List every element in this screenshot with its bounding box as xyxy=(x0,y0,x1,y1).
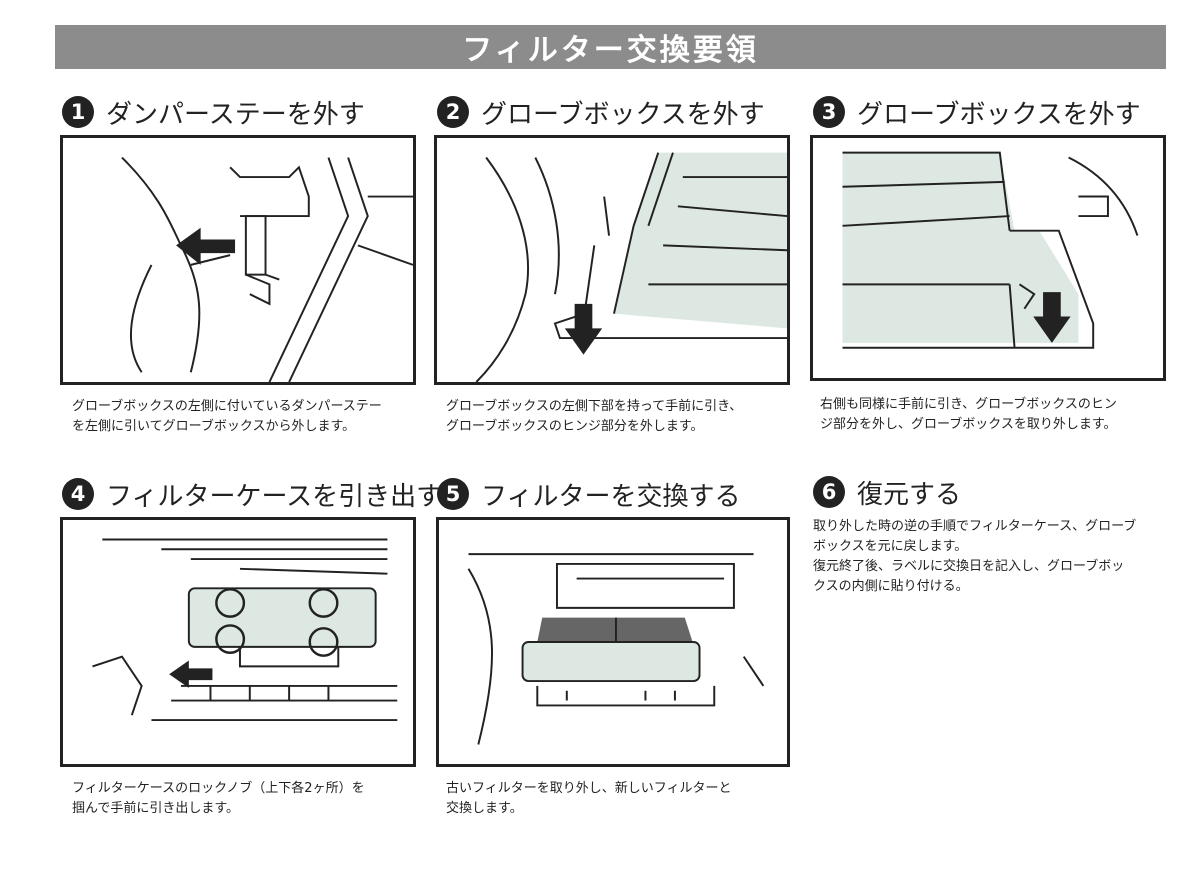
step-2-heading: 2 グローブボックスを外す xyxy=(437,92,765,132)
step-5-drawing xyxy=(467,553,765,745)
step-4-caption-line-1: フィルターケースのロックノブ（上下各2ヶ所）を xyxy=(72,781,365,796)
step-3-caption-line-2: ジ部分を外し、グローブボックスを取り外します。 xyxy=(820,417,1117,432)
step-5-illustration xyxy=(436,517,790,767)
arrow-down-icon xyxy=(564,303,603,355)
step-3-drawing xyxy=(842,151,1139,349)
step-6-caption-line-1: 取り外した時の逆の手順でフィルターケース、グローブ xyxy=(813,519,1137,534)
step-3-heading: 3 グローブボックスを外す xyxy=(813,92,1141,132)
step-4-illustration xyxy=(60,517,416,767)
step-1-caption-line-2: を左側に引いてグローブボックスから外します。 xyxy=(72,419,356,434)
step-4-heading: 4 フィルターケースを引き出す xyxy=(62,474,442,514)
step-5-caption: 古いフィルターを取り外し、新しいフィルターと 交換します。 xyxy=(446,779,731,819)
step-4-caption-line-2: 掴んで手前に引き出します。 xyxy=(72,801,240,816)
step-5-title: フィルターを交換する xyxy=(481,481,741,512)
step-1-illustration xyxy=(60,135,416,385)
step-1-heading: 1 ダンパーステーを外す xyxy=(62,92,365,132)
step-1-number: 1 xyxy=(62,96,94,128)
page-title: フィルター交換要領 xyxy=(462,33,759,68)
step-6-title: 復元する xyxy=(857,479,962,510)
arrow-down-icon xyxy=(1033,292,1071,343)
step-4-drawing xyxy=(92,538,398,722)
step-5-number: 5 xyxy=(437,478,469,510)
step-2-number: 2 xyxy=(437,96,469,128)
step-6-number: 6 xyxy=(813,476,845,508)
step-3-caption-line-1: 右側も同様に手前に引き、グローブボックスのヒン xyxy=(820,397,1117,412)
step-5-caption-line-2: 交換します。 xyxy=(446,801,523,816)
circle-marker-icon xyxy=(215,588,339,657)
step-2-caption-line-1: グローブボックスの左側下部を持って手前に引き、 xyxy=(446,399,743,414)
step-6-caption-line-2: ボックスを元に戻します。 xyxy=(813,539,968,554)
step-2-caption: グローブボックスの左側下部を持って手前に引き、 グローブボックスのヒンジ部分を外… xyxy=(446,397,742,437)
step-1-caption-line-1: グローブボックスの左側に付いているダンパーステー xyxy=(72,399,382,414)
step-2-title: グローブボックスを外す xyxy=(481,99,765,130)
step-3-title: グローブボックスを外す xyxy=(857,99,1141,130)
step-1-caption: グローブボックスの左側に付いているダンパーステー を左側に引いてグローブボックス… xyxy=(72,397,382,437)
step-2-caption-line-2: グローブボックスのヒンジ部分を外します。 xyxy=(446,419,704,434)
step-4-title: フィルターケースを引き出す xyxy=(106,481,443,512)
step-6-caption: 取り外した時の逆の手順でフィルターケース、グローブ ボックスを元に戻します。 復… xyxy=(813,517,1163,597)
step-3-number: 3 xyxy=(813,96,845,128)
step-3-caption: 右側も同様に手前に引き、グローブボックスのヒン ジ部分を外し、グローブボックスを… xyxy=(820,395,1117,435)
step-6-heading: 6 復元する xyxy=(813,472,961,512)
title-bar: フィルター交換要領 xyxy=(55,25,1166,69)
step-4-number: 4 xyxy=(62,478,94,510)
step-4-caption: フィルターケースのロックノブ（上下各2ヶ所）を 掴んで手前に引き出します。 xyxy=(72,779,365,819)
step-6-caption-line-4: クスの内側に貼り付ける。 xyxy=(813,579,969,594)
step-5-heading: 5 フィルターを交換する xyxy=(437,474,740,514)
step-6-caption-line-3: 復元終了後、ラベルに交換日を記入し、グローブボッ xyxy=(813,559,1125,574)
arrow-left-icon xyxy=(169,660,213,688)
step-1-title: ダンパーステーを外す xyxy=(106,99,365,130)
step-5-caption-line-1: 古いフィルターを取り外し、新しいフィルターと xyxy=(446,781,732,796)
step-2-illustration xyxy=(434,135,790,385)
step-2-drawing xyxy=(475,152,787,382)
arrow-left-icon xyxy=(176,227,236,265)
step-1-drawing xyxy=(121,156,413,382)
step-3-illustration xyxy=(810,135,1166,381)
